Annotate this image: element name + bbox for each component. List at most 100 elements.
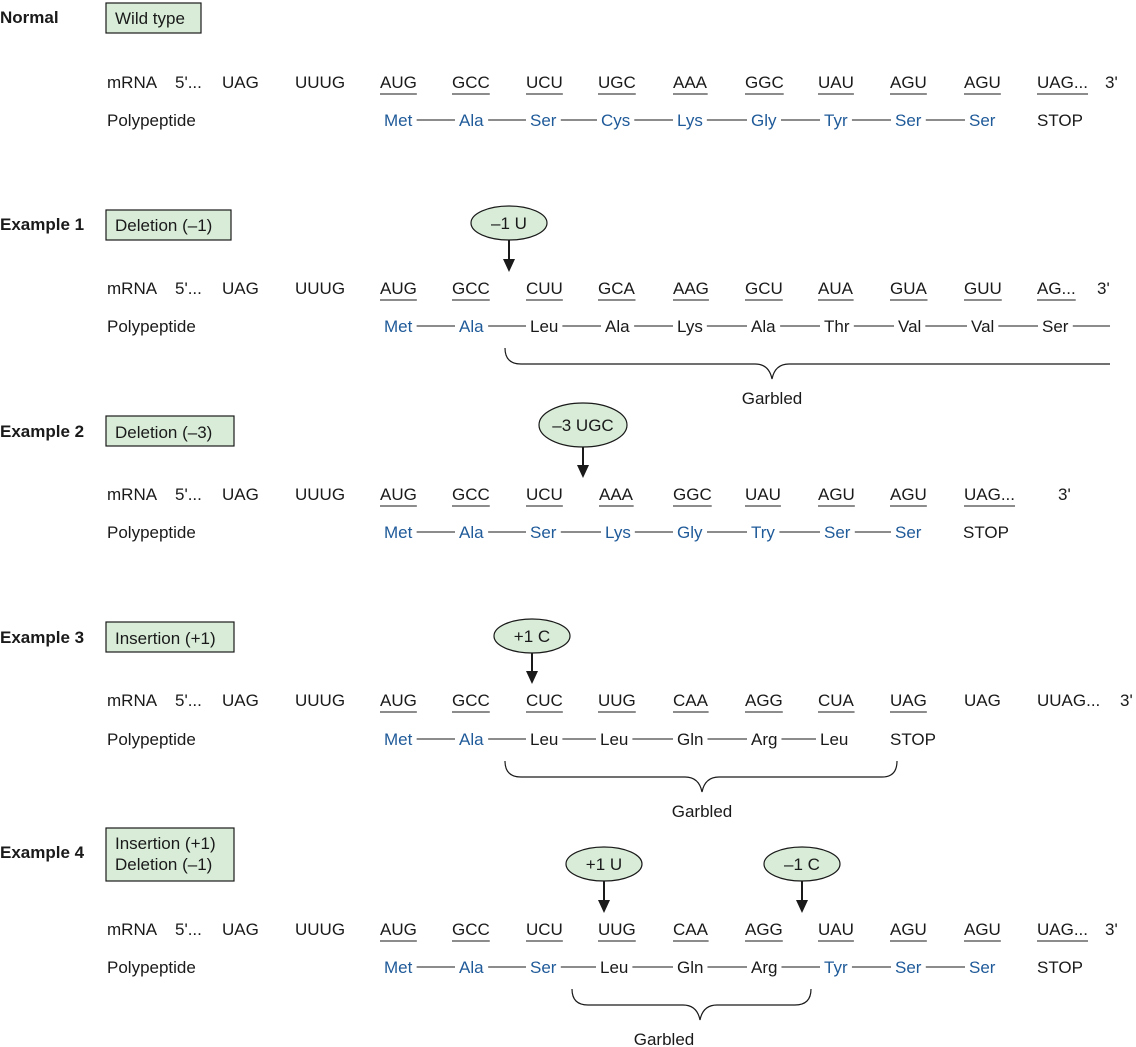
codon: UAG... bbox=[1037, 920, 1088, 939]
polypeptide-label: Polypeptide bbox=[107, 523, 196, 542]
garbled-brace bbox=[504, 347, 1110, 380]
amino-acid: Gln bbox=[677, 730, 703, 749]
codon: AUG bbox=[380, 920, 417, 939]
codon: GCC bbox=[452, 279, 490, 298]
five-prime-label: 5'... bbox=[175, 73, 202, 92]
mutation-arrowhead bbox=[503, 259, 515, 272]
amino-acid: STOP bbox=[890, 730, 936, 749]
three-prime-label: 3' bbox=[1120, 691, 1133, 710]
amino-acid: Ala bbox=[459, 317, 484, 336]
mutation-arrowhead bbox=[577, 465, 589, 478]
five-prime-label: 5'... bbox=[175, 485, 202, 504]
amino-acid: Thr bbox=[824, 317, 850, 336]
amino-acid: STOP bbox=[963, 523, 1009, 542]
amino-acid: Ala bbox=[459, 523, 484, 542]
five-prime-label: 5'... bbox=[175, 279, 202, 298]
mrna-label: mRNA bbox=[107, 485, 158, 504]
codon: UCU bbox=[526, 73, 563, 92]
amino-acid: STOP bbox=[1037, 111, 1083, 130]
amino-acid: Gly bbox=[751, 111, 777, 130]
codon: AGU bbox=[964, 920, 1001, 939]
amino-acid: Try bbox=[751, 523, 775, 542]
mutation-arrowhead bbox=[526, 671, 538, 684]
codon: CUA bbox=[818, 691, 855, 710]
codon: GGC bbox=[673, 485, 712, 504]
amino-acid: Leu bbox=[600, 730, 628, 749]
amino-acid: Ser bbox=[895, 523, 922, 542]
five-prime-label: 5'... bbox=[175, 920, 202, 939]
polypeptide-label: Polypeptide bbox=[107, 730, 196, 749]
codon: GCC bbox=[452, 485, 490, 504]
codon: UUUG bbox=[295, 920, 345, 939]
garbled-label: Garbled bbox=[742, 389, 802, 408]
amino-acid: Leu bbox=[530, 317, 558, 336]
mutation-type-label-line-2: Deletion (–1) bbox=[115, 855, 212, 874]
mrna-label: mRNA bbox=[107, 73, 158, 92]
amino-acid: Met bbox=[384, 958, 413, 977]
codon: UAU bbox=[818, 73, 854, 92]
amino-acid: Arg bbox=[751, 730, 777, 749]
amino-acid: Ser bbox=[824, 523, 851, 542]
amino-acid: Tyr bbox=[824, 958, 848, 977]
codon: UUUG bbox=[295, 691, 345, 710]
amino-acid: Ala bbox=[605, 317, 630, 336]
amino-acid: Cys bbox=[601, 111, 630, 130]
amino-acid: Ser bbox=[969, 111, 996, 130]
amino-acid: Arg bbox=[751, 958, 777, 977]
garbled-label: Garbled bbox=[634, 1030, 694, 1047]
codon: UUG bbox=[598, 691, 636, 710]
mutation-type-label: Deletion (–3) bbox=[115, 423, 212, 442]
codon: UGC bbox=[598, 73, 636, 92]
codon: UAG bbox=[222, 691, 259, 710]
garbled-label: Garbled bbox=[672, 802, 732, 821]
codon: UUUG bbox=[295, 73, 345, 92]
mutation-label: –1 U bbox=[491, 214, 527, 233]
codon: AAG bbox=[673, 279, 709, 298]
amino-acid: Lys bbox=[677, 317, 703, 336]
codon: UAU bbox=[745, 485, 781, 504]
codon: UCU bbox=[526, 920, 563, 939]
codon: GCC bbox=[452, 691, 490, 710]
section-heading: Example 2 bbox=[0, 422, 84, 441]
codon: AUG bbox=[380, 485, 417, 504]
three-prime-label: 3' bbox=[1097, 279, 1110, 298]
five-prime-label: 5'... bbox=[175, 691, 202, 710]
amino-acid: Ser bbox=[1042, 317, 1069, 336]
amino-acid: Lys bbox=[605, 523, 631, 542]
amino-acid: Leu bbox=[820, 730, 848, 749]
mutation-type-tag bbox=[105, 415, 235, 447]
amino-acid: Ser bbox=[895, 958, 922, 977]
amino-acid: Ala bbox=[459, 111, 484, 130]
garbled-brace bbox=[571, 988, 812, 1021]
codon: UAG bbox=[222, 920, 259, 939]
polypeptide-label: Polypeptide bbox=[107, 958, 196, 977]
codon: UAG bbox=[222, 279, 259, 298]
codon: AGU bbox=[890, 73, 927, 92]
amino-acid: Tyr bbox=[824, 111, 848, 130]
amino-acid: Ala bbox=[459, 958, 484, 977]
amino-acid: Met bbox=[384, 730, 413, 749]
codon: GUU bbox=[964, 279, 1002, 298]
mutation-label-deletion: –1 C bbox=[784, 855, 820, 874]
mrna-label: mRNA bbox=[107, 691, 158, 710]
amino-acid: Gln bbox=[677, 958, 703, 977]
amino-acid: Leu bbox=[530, 730, 558, 749]
codon: CUU bbox=[526, 279, 563, 298]
codon: UAG... bbox=[1037, 73, 1088, 92]
codon: GCA bbox=[598, 279, 636, 298]
mutation-type-label-line-1: Insertion (+1) bbox=[115, 834, 216, 853]
amino-acid: Lys bbox=[677, 111, 703, 130]
codon: CUC bbox=[526, 691, 563, 710]
mutation-type-label: Wild type bbox=[115, 9, 185, 28]
mutation-arrowhead-insertion bbox=[598, 900, 610, 913]
codon: AAA bbox=[673, 73, 708, 92]
amino-acid: Ser bbox=[969, 958, 996, 977]
codon: UCU bbox=[526, 485, 563, 504]
codon: AUA bbox=[818, 279, 854, 298]
three-prime-label: 3' bbox=[1058, 485, 1071, 504]
amino-acid: Leu bbox=[600, 958, 628, 977]
